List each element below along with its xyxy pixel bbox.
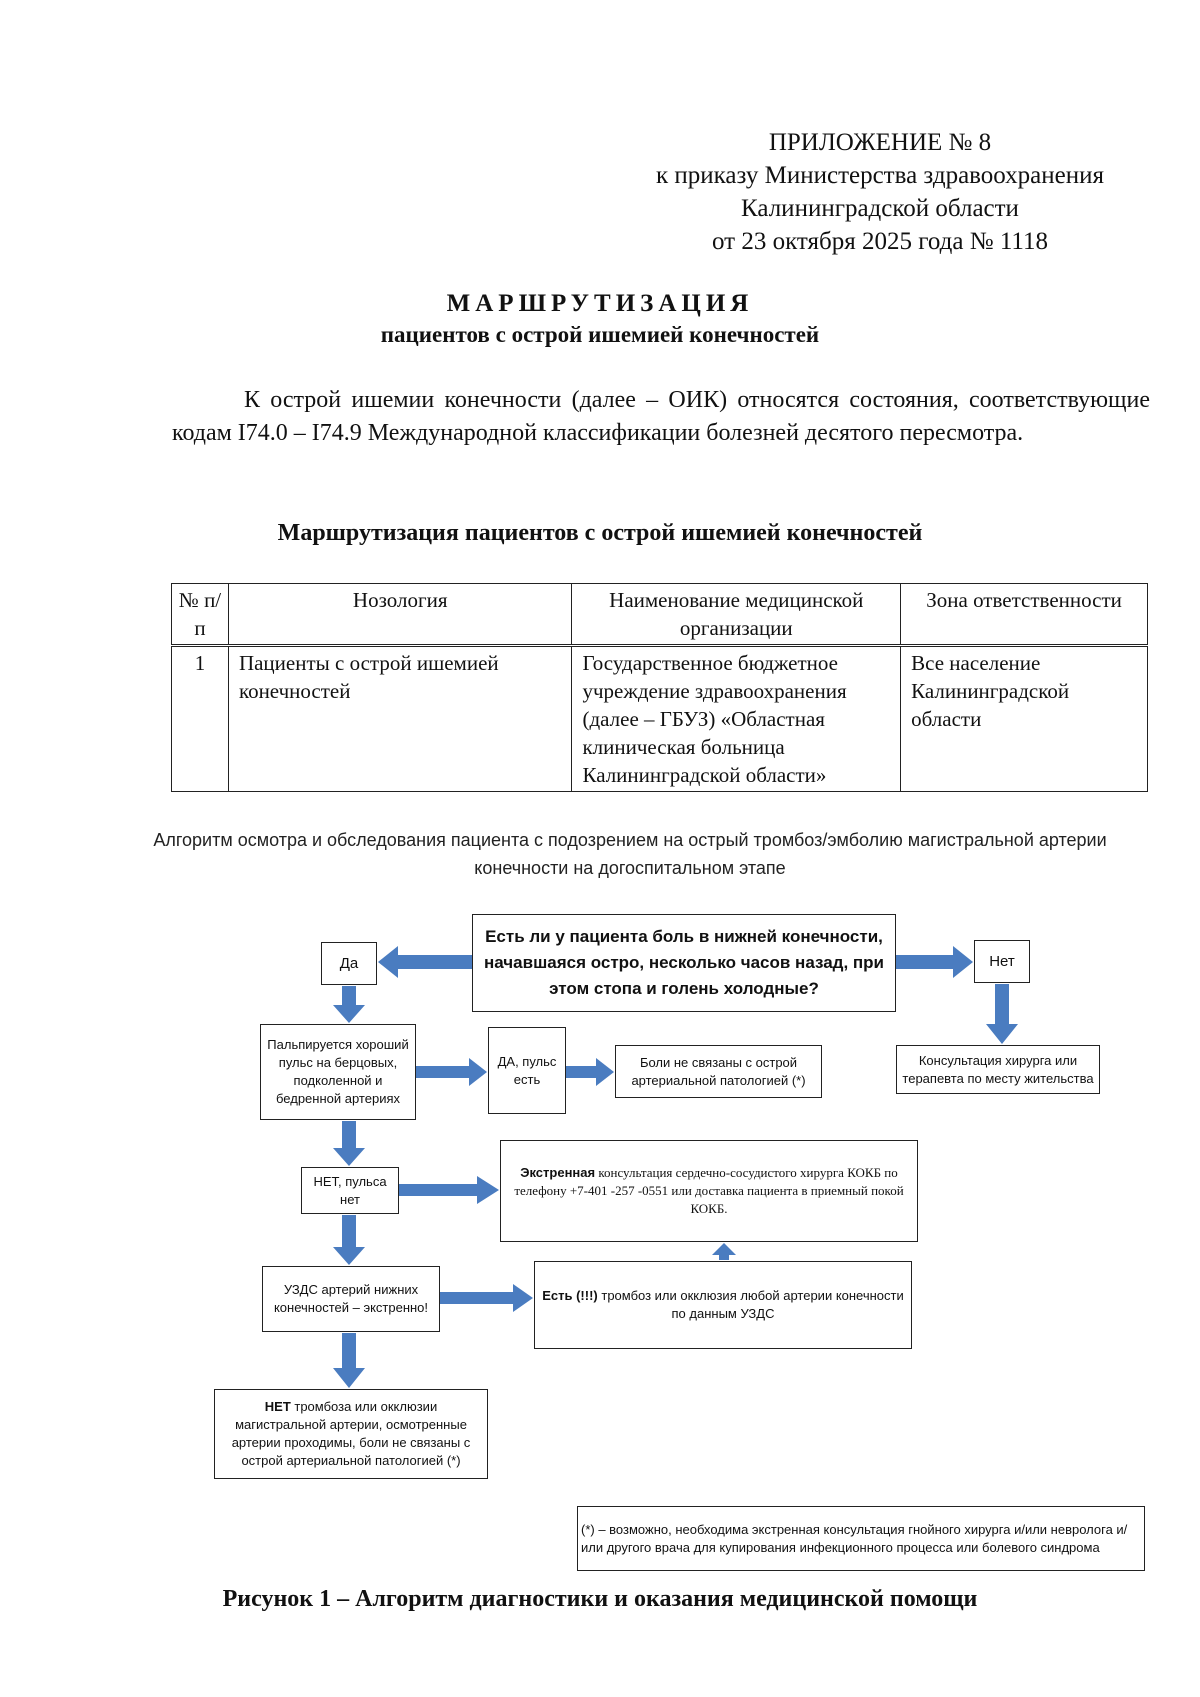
appendix-date: от 23 октября 2025 года № 1118 bbox=[712, 228, 1048, 255]
consult-local-box: Консультация хирурга или терапевта по ме… bbox=[896, 1045, 1100, 1094]
arrow-yes-to-pulse-check bbox=[333, 986, 365, 1023]
arrow-pulse-no-to-uzds bbox=[333, 1215, 365, 1265]
arrow-uzds-to-none bbox=[333, 1333, 365, 1388]
routing-table: № п/п Нозология Наименование медицинской… bbox=[171, 583, 1148, 792]
appendix-order-ref: к приказу Министерства здравоохранения bbox=[655, 162, 1105, 189]
appendix-number: ПРИЛОЖЕНИЕ № 8 bbox=[768, 129, 992, 156]
table-title: Маршрутизация пациентов с острой ишемией… bbox=[277, 520, 923, 546]
emergency-rest-text: консультация сердечно-сосудистого хирург… bbox=[514, 1165, 904, 1216]
thrombosis-found-box: Есть (!!!) тромбоз или окклюзия любой ар… bbox=[534, 1261, 912, 1349]
document-title: МАРШРУТИЗАЦИЯ bbox=[446, 290, 754, 317]
table-row: 1 Пациенты с острой ишемией конечностей … bbox=[171, 645, 1148, 792]
column-header-zone: Зона ответственности bbox=[900, 583, 1148, 647]
not-arterial-box: Боли не связаны с острой артериальной па… bbox=[615, 1045, 822, 1098]
found-rest-text: тромбоз или окклюзия любой артерии конеч… bbox=[597, 1288, 904, 1321]
none-bold-text: НЕТ bbox=[264, 1399, 291, 1414]
algorithm-title: Алгоритм осмотра и обследования пациента… bbox=[153, 830, 1107, 878]
column-header-organization: Наименование медицинской организации bbox=[571, 583, 902, 647]
cell-organization: Государственное бюджетное учреждение здр… bbox=[571, 645, 902, 792]
column-header-nosology: Нозология bbox=[227, 583, 573, 647]
figure-caption: Рисунок 1 – Алгоритм диагностики и оказа… bbox=[222, 1586, 978, 1612]
arrow-pulse-check-to-no bbox=[333, 1121, 365, 1166]
no-thrombosis-box: НЕТ тромбоза или окклюзии магистральной … bbox=[214, 1389, 488, 1479]
emergency-bold-text: Экстренная bbox=[520, 1165, 596, 1180]
arrow-question-to-no bbox=[896, 946, 973, 978]
arrow-no-to-consult bbox=[986, 984, 1018, 1044]
emergency-consult-box: Экстренная консультация сердечно-сосудис… bbox=[500, 1140, 918, 1242]
arrow-pulse-no-to-emergency bbox=[399, 1176, 499, 1204]
pulse-check-box: Пальпируется хороший пульс на берцовых, … bbox=[260, 1024, 416, 1120]
arrow-pulse-check-to-yes bbox=[416, 1058, 487, 1086]
appendix-region: Калининградской области bbox=[741, 195, 1019, 222]
arrow-pulse-yes-to-not-arterial bbox=[566, 1058, 614, 1086]
none-rest-text: тромбоза или окклюзии магистральной арте… bbox=[231, 1399, 471, 1468]
uzds-box: УЗДС артерий нижних конечностей – экстре… bbox=[262, 1266, 440, 1332]
arrow-question-to-yes bbox=[378, 946, 472, 978]
no-box: Нет bbox=[974, 940, 1030, 983]
found-bold-text: Есть (!!!) bbox=[542, 1288, 598, 1303]
intro-paragraph: К острой ишемии конечности (далее – ОИК)… bbox=[172, 387, 1150, 446]
pulse-no-box: НЕТ, пульса нет bbox=[301, 1167, 399, 1214]
arrow-found-to-emergency bbox=[712, 1243, 736, 1260]
appendix-header: ПРИЛОЖЕНИЕ № 8 к приказу Министерства зд… bbox=[600, 126, 1160, 258]
question-box: Есть ли у пациента боль в нижней конечно… bbox=[472, 914, 896, 1012]
pulse-yes-box: ДА, пульс есть bbox=[488, 1027, 566, 1114]
yes-box: Да bbox=[321, 942, 377, 985]
cell-number: 1 bbox=[171, 645, 229, 792]
table-header-row: № п/п Нозология Наименование медицинской… bbox=[171, 583, 1148, 647]
column-header-number: № п/п bbox=[171, 583, 229, 647]
cell-zone: Все население Калининградской области bbox=[900, 645, 1148, 792]
document-subtitle: пациентов с острой ишемией конечностей bbox=[380, 322, 820, 347]
arrow-uzds-to-found bbox=[440, 1284, 533, 1312]
cell-nosology: Пациенты с острой ишемией конечностей bbox=[227, 645, 573, 792]
footnote-box: (*) – возможно, необходима экстренная ко… bbox=[577, 1506, 1145, 1571]
